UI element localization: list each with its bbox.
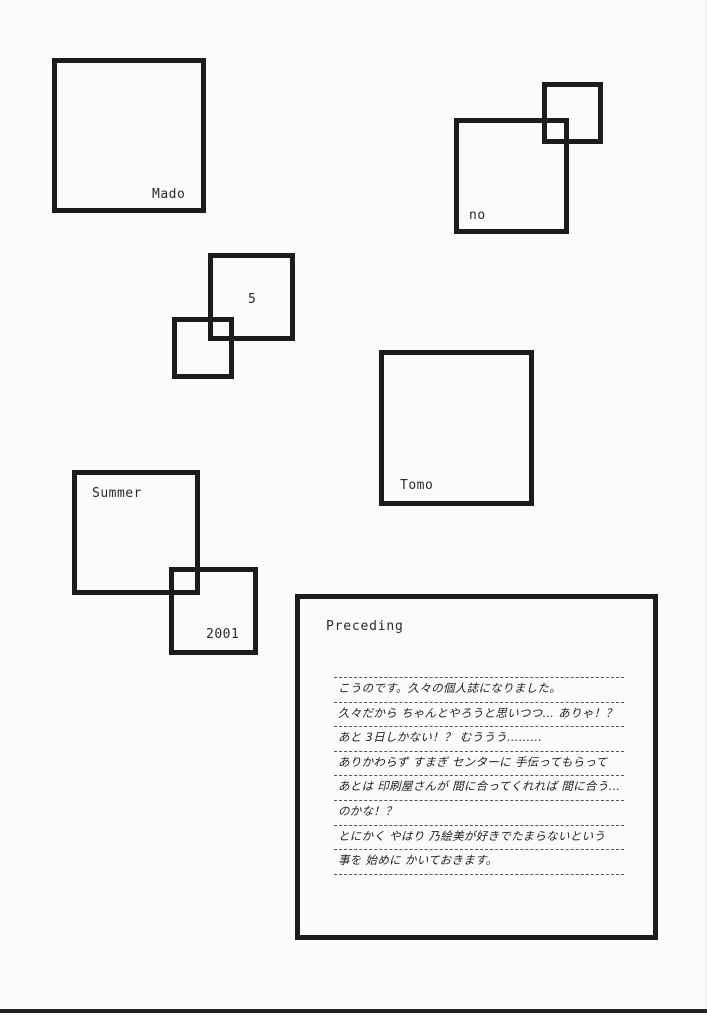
note-line: ありかわらず すまぎ センターに 手伝ってもらって bbox=[334, 752, 624, 777]
summer-label: Summer bbox=[92, 486, 142, 501]
bottom-rule bbox=[0, 1009, 707, 1013]
note-line: とにかく やはり 乃絵美が好きでたまらないという bbox=[334, 826, 624, 851]
note-line: 久々だから ちゃんとやろうと思いつつ… ありゃ！？ bbox=[334, 703, 624, 728]
no-square-small bbox=[542, 82, 603, 144]
number-square-small bbox=[172, 317, 234, 379]
note-line: こうのです。久々の個人誌になりました。 bbox=[334, 677, 624, 703]
note-line: 事を 始めに かいておきます。 bbox=[334, 850, 624, 875]
number-square bbox=[208, 253, 295, 341]
tomo-square bbox=[379, 350, 534, 506]
summer-square bbox=[72, 470, 200, 595]
page-edge-shadow bbox=[704, 0, 707, 1015]
mado-label: Mado bbox=[152, 187, 186, 202]
no-square bbox=[454, 118, 569, 234]
note-line: のかな！？ bbox=[334, 801, 624, 826]
preceding-note-panel: Preceding こうのです。久々の個人誌になりました。 久々だから ちゃんと… bbox=[295, 594, 658, 940]
number-label: 5 bbox=[248, 292, 257, 307]
tomo-label: Tomo bbox=[400, 478, 434, 493]
no-label: no bbox=[469, 208, 486, 223]
note-title: Preceding bbox=[326, 619, 404, 634]
year-label: 2001 bbox=[206, 627, 240, 642]
mado-square bbox=[52, 58, 206, 213]
year-square bbox=[169, 567, 258, 655]
note-line: あと 3日しかない！？ むううう……… bbox=[334, 727, 624, 752]
note-line: あとは 印刷屋さんが 間に合ってくれれば 間に合う… bbox=[334, 776, 624, 801]
note-lines: こうのです。久々の個人誌になりました。 久々だから ちゃんとやろうと思いつつ… … bbox=[334, 677, 624, 875]
